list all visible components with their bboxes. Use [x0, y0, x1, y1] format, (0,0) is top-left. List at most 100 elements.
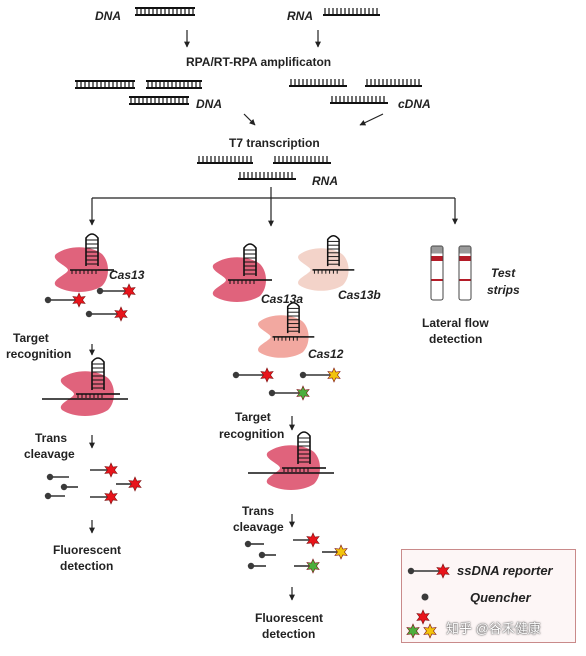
- legend-quencher-label: Quencher: [470, 590, 531, 605]
- fluorophore-star: [327, 367, 341, 383]
- fluorophore-star: [260, 367, 274, 383]
- cas12-protein: [258, 301, 315, 358]
- ssdna-reporter: [232, 367, 274, 383]
- strip-pad: [459, 246, 471, 254]
- control-band: [459, 279, 471, 281]
- input-dna-duplex: [135, 7, 195, 16]
- middle-target-recognition-line2: recognition: [219, 427, 285, 441]
- fluorophore-star: [306, 532, 320, 548]
- cleaved-fluorophore-fragment: [90, 489, 118, 505]
- cleaved-fluorophore-fragment: [322, 544, 348, 560]
- middle-fluorescent-line1: Fluorescent: [255, 611, 324, 625]
- fluorophore-star: [334, 544, 348, 560]
- test-strips: [430, 245, 472, 301]
- test-strip-2: [458, 245, 472, 301]
- nucleic-acid-strands: [75, 7, 422, 180]
- watermark-text: 知乎 @谷禾健康: [446, 621, 541, 636]
- middle-detection-line2: detection: [262, 627, 316, 641]
- input-rna-strand: [323, 8, 380, 16]
- cas13a-protein: [212, 243, 272, 302]
- cleaved-quencher-fragment: [60, 483, 78, 491]
- cleaved-quencher-fragment: [244, 540, 264, 548]
- cas13-target-bound: [42, 357, 128, 416]
- cleaved-fluorophore-fragment: [116, 476, 142, 492]
- cleaved-quencher-fragment: [46, 473, 69, 481]
- left-target-recognition-line1: Target: [13, 331, 49, 345]
- rna-product-1: [197, 156, 253, 164]
- fluorophore-star: [306, 558, 320, 574]
- reporters: [44, 283, 348, 574]
- quencher-dot: [44, 492, 52, 500]
- left-detection-line2: detection: [60, 559, 114, 573]
- left-fluorescent-line1: Fluorescent: [53, 543, 122, 557]
- cdna-strand-2: [365, 79, 422, 87]
- strip-body: [430, 245, 444, 301]
- quencher-dot: [60, 483, 68, 491]
- strip-body: [458, 245, 472, 301]
- crrna-hairpin: [85, 233, 99, 266]
- test-strips-line1: Test: [491, 266, 516, 280]
- middle-target-recognition-line1: Target: [235, 410, 271, 424]
- quencher-dot: [258, 551, 266, 559]
- cdna-strand-3: [330, 96, 388, 104]
- strip-band: [431, 256, 443, 261]
- crrna-hairpin: [286, 301, 300, 334]
- cas-proteins: [42, 233, 355, 490]
- cleaved-fluorophore-fragment: [90, 462, 118, 478]
- ssdna-reporter: [96, 283, 136, 299]
- ssdna-reporter: [268, 385, 310, 401]
- crrna-hairpin: [297, 431, 311, 464]
- left-trans-cleavage-line2: cleavage: [24, 447, 75, 461]
- cas13b-label: Cas13b: [338, 288, 381, 302]
- amplified-dna-3: [129, 96, 189, 105]
- legend-reporter-label: ssDNA reporter: [457, 563, 553, 578]
- strip-pad: [431, 246, 443, 254]
- fluorophore-star: [122, 283, 136, 299]
- quencher-dot: [244, 540, 252, 548]
- lateral-flow-line1: Lateral flow: [422, 316, 489, 330]
- fluorophore-star: [114, 306, 128, 322]
- ssdna-reporter: [44, 292, 86, 308]
- rna-input-label: RNA: [287, 9, 313, 23]
- cas13b-protein: [298, 234, 355, 291]
- crrna-hairpin: [326, 234, 340, 267]
- fluorophore-star: [72, 292, 86, 308]
- fluorophore-star: [104, 489, 118, 505]
- control-band: [431, 279, 443, 281]
- test-strips-line2: strips: [487, 283, 520, 297]
- crrna-hairpin: [91, 357, 105, 390]
- quencher-dot: [96, 287, 104, 295]
- cas13-label: Cas13: [109, 268, 145, 282]
- middle-trans-cleavage-line2: cleavage: [233, 520, 284, 534]
- quencher-dot: [299, 371, 307, 379]
- t7-transcription-label: T7 transcription: [229, 136, 320, 150]
- fluorophore-star: [128, 476, 142, 492]
- cleaved-quencher-fragment: [247, 562, 266, 570]
- quencher-dot: [268, 389, 276, 397]
- cdna-strand-1: [289, 79, 347, 87]
- fluorophore-star: [104, 462, 118, 478]
- amplified-dna-1: [75, 80, 135, 89]
- cleaved-quencher-fragment: [258, 551, 276, 559]
- arrow-cdna-to-t7: [359, 113, 384, 126]
- crrna-hairpin: [243, 243, 257, 276]
- quencher-dot: [46, 473, 54, 481]
- left-trans-cleavage-line1: Trans: [35, 431, 68, 445]
- cas-target-bound: [248, 431, 334, 490]
- quencher-dot: [247, 562, 255, 570]
- strip-band: [459, 256, 471, 261]
- ssdna-reporter: [85, 306, 128, 322]
- fluorophore-star: [296, 385, 310, 401]
- cas13a-label: Cas13a: [261, 292, 304, 306]
- left-target-recognition-line2: recognition: [6, 347, 72, 361]
- test-strip-1: [430, 245, 444, 301]
- cas13-protein: [54, 233, 114, 292]
- dna-amplicon-label: DNA: [196, 97, 222, 111]
- lateral-flow-line2: detection: [429, 332, 483, 346]
- quencher-dot: [232, 371, 240, 379]
- cas12-label: Cas12: [308, 347, 344, 361]
- flow-arrows: [89, 30, 458, 601]
- cleaved-fluorophore-fragment: [293, 532, 320, 548]
- amplified-dna-2: [146, 80, 202, 89]
